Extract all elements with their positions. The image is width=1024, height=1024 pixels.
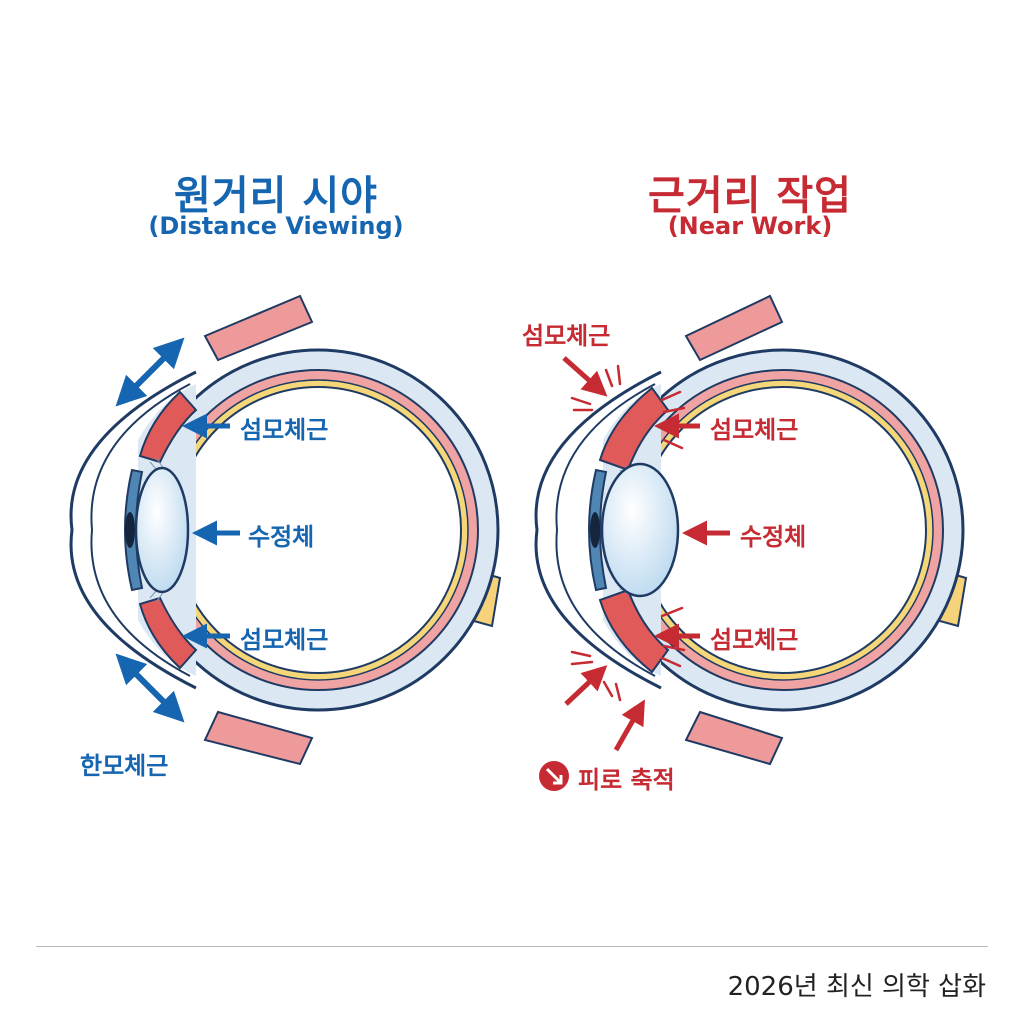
left-pupil [125, 512, 135, 548]
right-panel-title: 근거리 작업 [648, 173, 852, 219]
right-label-lens: 수정체 [740, 523, 807, 551]
footer-divider [36, 946, 988, 947]
right-eye [534, 294, 968, 791]
left-panel-title: 원거리 시야 [174, 173, 378, 219]
left-panel-subtitle: (Distance Viewing) [148, 212, 404, 240]
right-arrow-outer [562, 356, 608, 397]
left-label-ciliary-top: 섬모체근 [240, 416, 329, 444]
fatigue-icon [539, 761, 569, 791]
left-relax-arrow-bottom [115, 653, 185, 723]
right-pupil [590, 512, 600, 548]
left-eye [69, 294, 502, 766]
right-label-ciliary-top: 섬모체근 [710, 416, 799, 444]
right-upper-muscle [684, 294, 784, 362]
right-label-fatigue: 피로 축적 [578, 766, 675, 794]
left-relax-arrow-top [115, 337, 185, 407]
right-arrow-fatigue-center [613, 699, 645, 752]
right-panel-subtitle: (Near Work) [667, 212, 833, 240]
left-label-lens: 수정체 [248, 523, 315, 551]
right-lens [600, 462, 680, 598]
left-lower-muscle [203, 710, 314, 766]
left-label-ciliary-bottom: 섬모체근 [240, 626, 329, 654]
right-label-ciliary-outer: 섬모체근 [522, 322, 611, 350]
left-cornea [69, 370, 197, 690]
right-lower-muscle [684, 710, 784, 766]
right-cornea [534, 370, 662, 690]
left-label-muscle: 한모체근 [80, 752, 169, 780]
eye-diagram-canvas [69, 294, 968, 791]
left-upper-muscle [203, 294, 314, 362]
left-lens [134, 466, 190, 594]
right-label-ciliary-bottom: 섬모체근 [710, 626, 799, 654]
right-arrow-fatigue-left [564, 665, 608, 706]
footer-caption: 2026년 최신 의학 삽화 [727, 972, 986, 1002]
